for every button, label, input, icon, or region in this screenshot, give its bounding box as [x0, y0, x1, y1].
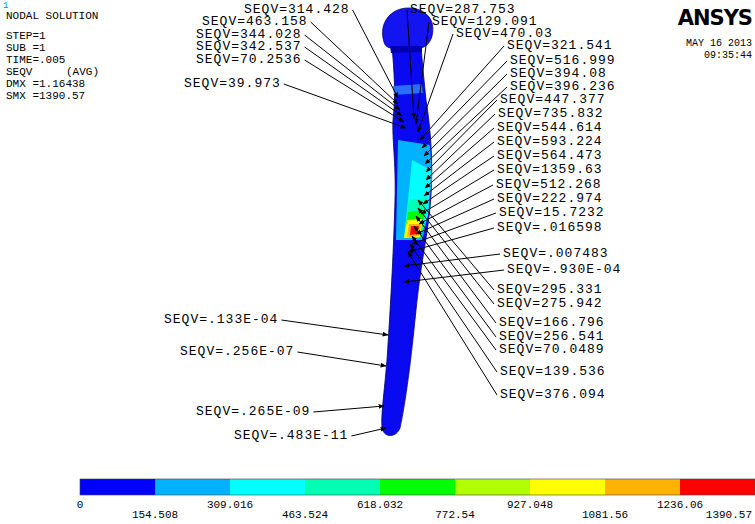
window-number: 1 [3, 1, 8, 11]
leader-line [426, 114, 495, 180]
leader-line [418, 200, 494, 290]
callout-value: SEQV=463.158 [202, 15, 308, 29]
callout-value: SEQV=394.08 [510, 67, 607, 81]
info-text: NODAL SOLUTION [6, 9, 98, 23]
callout-value: SEQV=222.974 [497, 192, 603, 206]
scale-value: 772.54 [435, 508, 475, 522]
callout-value: SEQV=256.541 [499, 330, 605, 344]
scale-value: 927.048 [507, 498, 553, 512]
callout-value: SEQV=447.377 [500, 93, 606, 107]
info-text: SEQV [6, 65, 32, 79]
leader-line [422, 61, 507, 148]
callout-value: SEQV=1359.63 [497, 163, 603, 177]
scale-value: 463.524 [282, 508, 328, 522]
info-text: DMX =1.16438 [6, 77, 85, 91]
leader-line [297, 352, 386, 366]
scale-value: 1390.57 [706, 508, 752, 522]
callout-value: SEQV=593.224 [497, 135, 603, 149]
callout-value: SEQV=735.832 [498, 107, 604, 121]
leader-line [311, 22, 398, 104]
callout-value: SEQV=70.2536 [196, 53, 302, 67]
scale-value: 154.508 [132, 508, 178, 522]
callout-value: SEQV=.016598 [497, 221, 603, 235]
leader-line [353, 10, 398, 98]
leader-line [424, 142, 494, 196]
bone-model [382, 8, 433, 436]
leader-line [408, 252, 497, 395]
leader-line [418, 34, 453, 132]
callout-value: SEQV=275.942 [497, 297, 603, 311]
scale-value: 309.016 [207, 498, 253, 512]
leader-line [305, 47, 402, 116]
leader-line [313, 406, 384, 412]
leader-line [351, 428, 386, 436]
logo-text: ANSYS [678, 6, 752, 30]
callout-value: SEQV=376.094 [500, 388, 606, 402]
scale-value: 0 [77, 498, 84, 512]
leader-lines [281, 10, 507, 436]
leader-line [416, 22, 429, 124]
leader-line [423, 156, 494, 204]
leader-line [284, 84, 406, 128]
callout-value: SEQV=.256E-07 [180, 345, 294, 359]
leader-line [416, 216, 496, 323]
leader-line [420, 46, 504, 140]
leader-line [421, 170, 494, 214]
callout-value: SEQV=.007483 [503, 247, 609, 261]
callout-value: SEQV=.133E-04 [164, 313, 278, 327]
info-text: SMX =1390.57 [6, 89, 85, 103]
scale-value: 1236.06 [657, 498, 703, 512]
callout-value: SEQV=.930E-04 [507, 263, 621, 277]
scale-value: 1081.56 [582, 508, 628, 522]
callout-value: SEQV=139.536 [500, 365, 606, 379]
info-text: TIME=.005 [6, 53, 65, 67]
color-scale-bar [80, 479, 755, 495]
callout-value: SEQV=15.7232 [499, 206, 605, 220]
callout-value: SEQV=396.236 [510, 80, 616, 94]
callout-value: SEQV=516.999 [510, 54, 616, 68]
callout-value: SEQV=.265E-09 [196, 405, 310, 419]
callout-value: SEQV=564.473 [497, 149, 603, 163]
timestamp: MAY 16 2013 [686, 37, 752, 51]
leader-line [305, 60, 404, 122]
info-text: SUB =1 [6, 41, 46, 55]
callout-value: SEQV=70.0489 [499, 343, 605, 357]
callout-value: SEQV=.483E-11 [234, 429, 348, 443]
leader-line [305, 35, 400, 110]
leader-line [418, 208, 494, 304]
callout-value: SEQV=166.796 [499, 316, 605, 330]
callout-value: SEQV=544.614 [497, 121, 603, 135]
callout-value: SEQV=342.537 [196, 40, 302, 54]
callout-value: SEQV=39.973 [184, 77, 281, 91]
info-text: (AVG) [66, 65, 99, 79]
leader-line [416, 199, 494, 234]
leader-line [281, 320, 388, 335]
timestamp: 09:35:44 [704, 49, 752, 63]
callout-value: SEQV=295.331 [497, 283, 603, 297]
leader-line [412, 236, 496, 350]
callout-value: SEQV=321.541 [507, 39, 613, 53]
callout-value: SEQV=512.268 [496, 178, 602, 192]
leader-line [407, 10, 414, 118]
scale-value: 618.032 [357, 498, 403, 512]
info-text: STEP=1 [6, 29, 46, 43]
leader-line [410, 244, 497, 372]
